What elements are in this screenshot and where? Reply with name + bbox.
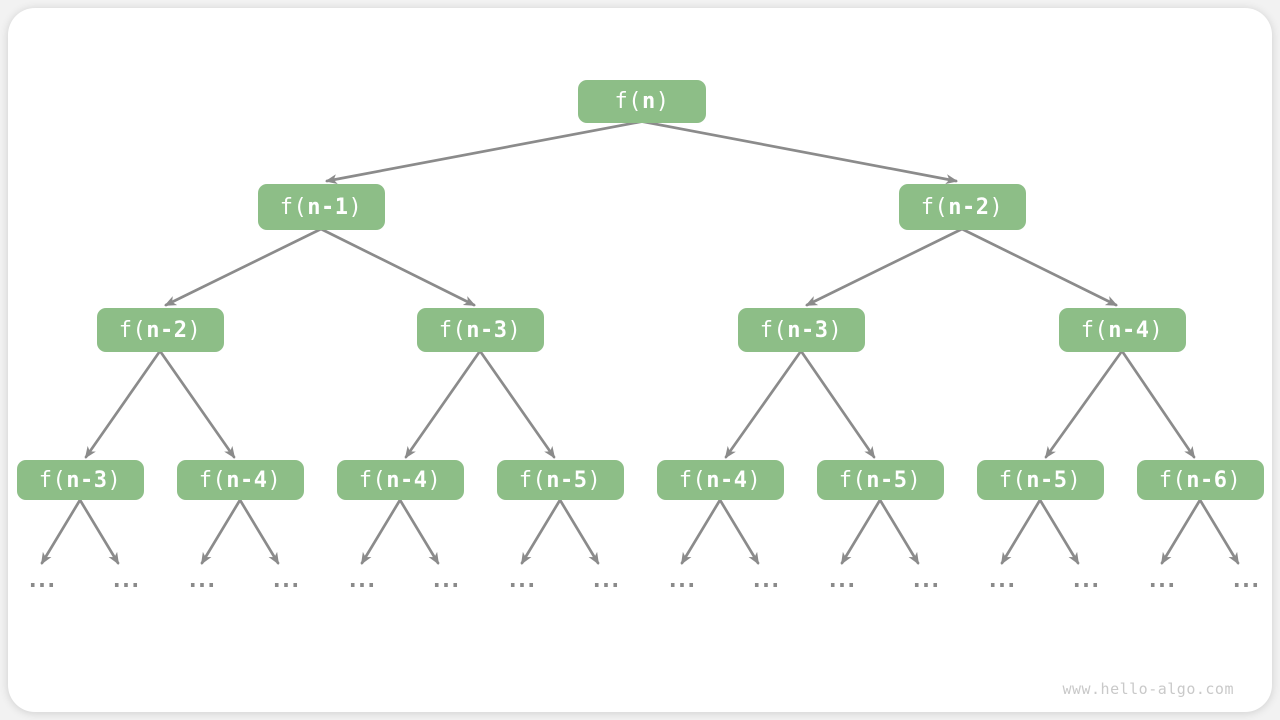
tree-node: f(n) [578,79,706,123]
tree-node: f(n-3) [737,308,865,352]
node-label-prefix: f( [198,467,227,493]
node-label-suffix: ) [1067,467,1082,493]
node-label-suffix: ) [989,194,1004,220]
tree-node: f(n-6) [1136,460,1264,500]
node-label-arg: n-5 [866,467,908,493]
node-label-prefix: f( [438,317,467,343]
watermark: www.hello-algo.com [1062,680,1234,698]
node-label-arg: n-3 [787,317,829,343]
ellipsis-leaf: ... [506,568,538,593]
node-label-arg: n-5 [1026,467,1068,493]
node-label-arg: n-3 [466,317,508,343]
ellipsis-leaf: ... [750,568,782,593]
node-label-arg: n-3 [66,467,108,493]
node-label-suffix: ) [1227,467,1242,493]
tree-node: f(n-3) [416,308,544,352]
node-label-suffix: ) [187,317,202,343]
tree-node: f(n-4) [656,460,784,500]
node-label-arg: n-2 [146,317,188,343]
node-label-arg: n-4 [226,467,268,493]
ellipsis-leaf: ... [1230,568,1262,593]
tree-node: f(n-1) [257,184,385,230]
ellipsis-leaf: ... [910,568,942,593]
node-label-prefix: f( [279,194,308,220]
tree-node: f(n-5) [976,460,1104,500]
ellipsis-leaf: ... [270,568,302,593]
node-label-suffix: ) [747,467,762,493]
tree-node: f(n-5) [496,460,624,500]
node-label-arg: n-4 [386,467,428,493]
node-label-suffix: ) [107,467,122,493]
node-label-prefix: f( [118,317,147,343]
node-label-arg: n-4 [1108,317,1150,343]
node-label-arg: n-1 [307,194,349,220]
node-label-arg: n-2 [948,194,990,220]
ellipsis-leaf: ... [110,568,142,593]
tree-node: f(n-2) [898,184,1026,230]
node-label-suffix: ) [507,317,522,343]
ellipsis-leaf: ... [1070,568,1102,593]
node-label-suffix: ) [907,467,922,493]
ellipsis-leaf: ... [666,568,698,593]
node-label-prefix: f( [1080,317,1109,343]
ellipsis-leaf: ... [26,568,58,593]
node-label-suffix: ) [828,317,843,343]
node-label-prefix: f( [518,467,547,493]
node-label-arg: n-4 [706,467,748,493]
node-label-suffix: ) [427,467,442,493]
node-label-prefix: f( [838,467,867,493]
ellipsis-leaf: ... [986,568,1018,593]
node-label-arg: n-5 [546,467,588,493]
tree-node: f(n-2) [96,308,224,352]
node-label-prefix: f( [998,467,1027,493]
tree-node: f(n-3) [16,460,144,500]
node-label-arg: n [642,88,656,114]
node-label-suffix: ) [1149,317,1164,343]
node-label-prefix: f( [614,88,642,114]
node-label-prefix: f( [759,317,788,343]
node-label-prefix: f( [920,194,949,220]
tree-node: f(n-4) [1058,308,1186,352]
ellipsis-leaf: ... [590,568,622,593]
tree-node: f(n-5) [816,460,944,500]
node-label-prefix: f( [678,467,707,493]
ellipsis-leaf: ... [346,568,378,593]
ellipsis-leaf: ... [826,568,858,593]
node-label-arg: n-6 [1186,467,1228,493]
node-label-suffix: ) [348,194,363,220]
node-label-prefix: f( [38,467,67,493]
ellipsis-leaf: ... [430,568,462,593]
ellipsis-leaf: ... [186,568,218,593]
node-label-suffix: ) [267,467,282,493]
node-label-suffix: ) [587,467,602,493]
ellipsis-leaf: ... [1146,568,1178,593]
tree-node: f(n-4) [336,460,464,500]
node-label-suffix: ) [655,88,670,114]
node-label-prefix: f( [1158,467,1187,493]
tree-node: f(n-4) [176,460,304,500]
node-label-prefix: f( [358,467,387,493]
